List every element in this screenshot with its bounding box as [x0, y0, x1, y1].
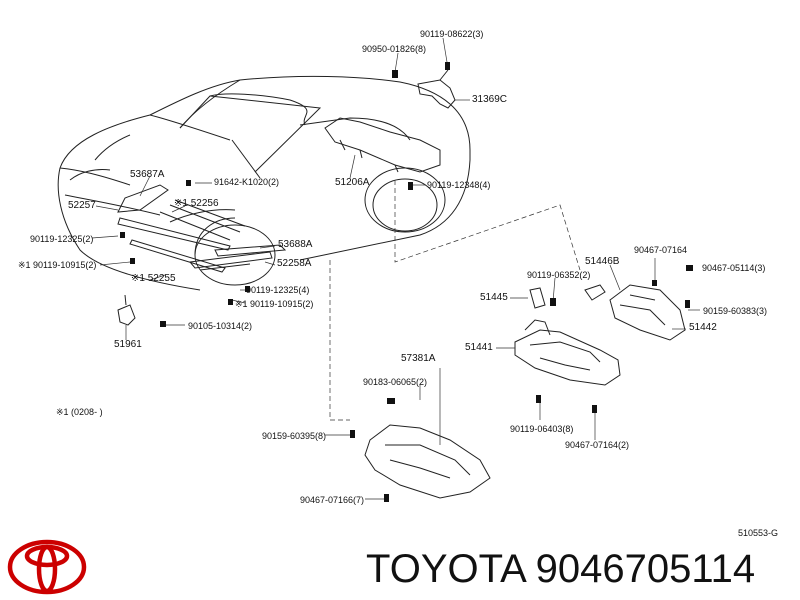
label-52255: ※1 52255	[131, 273, 176, 284]
label-90467-07164-b: 90467-07164(2)	[565, 440, 630, 450]
side-cover-51442	[609, 284, 686, 341]
label-90467-07166: 90467-07166(7)	[300, 495, 365, 505]
bracket-31369c	[417, 69, 456, 109]
diagram-ref-code: 510553-G	[738, 528, 779, 538]
label-57381a: 57381A	[401, 353, 436, 364]
label-51445: 51445	[480, 292, 508, 303]
label-90159-60395: 90159-60395(8)	[262, 431, 327, 441]
under-cover-51441	[514, 319, 621, 386]
label-51961: 51961	[114, 339, 142, 350]
label-90119-10915-b: ※1 90119-10915(2)	[235, 299, 314, 309]
label-51441: 51441	[465, 342, 493, 353]
label-53688a: 53688A	[278, 239, 313, 250]
footnote: ※1 (0208- )	[56, 407, 103, 417]
fasteners	[120, 62, 693, 502]
label-51446b: 51446B	[585, 256, 620, 267]
crossmember-51206a	[324, 117, 441, 173]
label-52257: 52257	[68, 200, 96, 211]
label-90119-12325-b: 90119-12325(4)	[246, 285, 310, 295]
bracket-51445	[529, 287, 546, 309]
label-51442: 51442	[689, 322, 717, 333]
front-struts	[117, 184, 287, 273]
label-31369c: 31369C	[472, 94, 508, 105]
label-90467-07164-a: 90467-07164	[634, 245, 688, 255]
label-90950-01826: 90950-01826(8)	[362, 44, 427, 54]
label-51206a: 51206A	[335, 177, 370, 188]
label-90119-08622: 90119-08622(3)	[420, 29, 484, 39]
label-91642-k1020: 91642-K1020(2)	[214, 177, 280, 187]
label-90119-10915-a: ※1 90119-10915(2)	[18, 260, 97, 270]
label-90159-60383: 90159-60383(3)	[703, 306, 768, 316]
brand-part-number: TOYOTA 9046705114	[366, 547, 756, 591]
label-90119-12325-a: 90119-12325(2)	[30, 234, 94, 244]
label-90119-06352: 90119-06352(2)	[527, 270, 591, 280]
label-90119-12348: 90119-12348(4)	[427, 180, 491, 190]
label-53687a: 53687A	[130, 169, 165, 180]
leader-lines	[91, 37, 700, 500]
bracket-51446b	[584, 284, 606, 301]
label-90119-06403: 90119-06403(8)	[510, 424, 574, 434]
label-52258a: 52258A	[277, 258, 312, 269]
label-90467-05114: 90467-05114(3)	[702, 263, 766, 273]
label-90105-10314: 90105-10314(2)	[188, 321, 253, 331]
toyota-logo-icon	[7, 539, 87, 595]
under-cover-57381a	[364, 424, 491, 499]
label-90183-06065: 90183-06065(2)	[363, 377, 428, 387]
label-52256: ※1 52256	[174, 198, 219, 209]
bracket-51961	[117, 294, 136, 326]
